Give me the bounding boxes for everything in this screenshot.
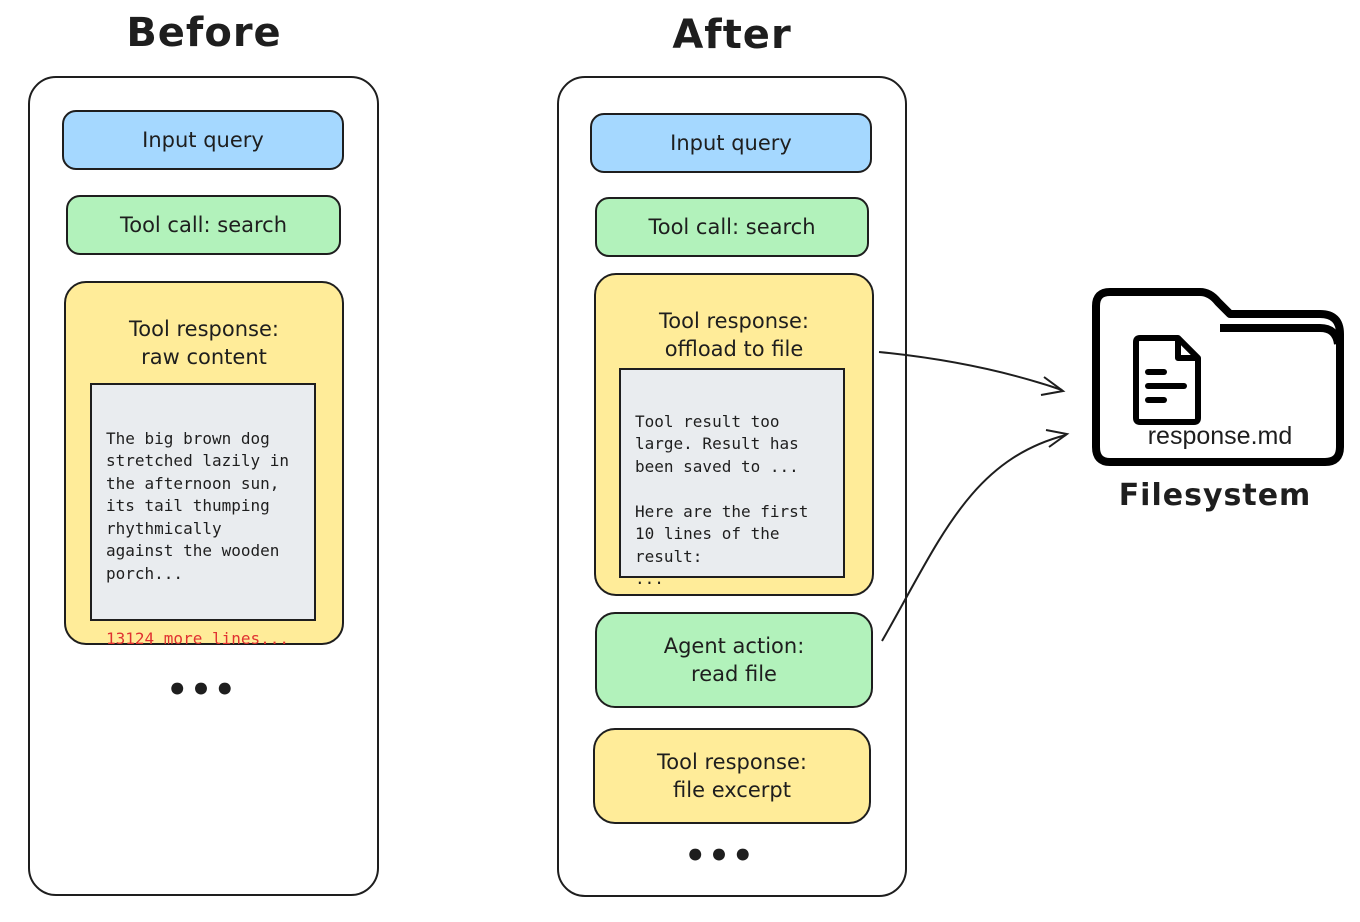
after-tool-call-box: Tool call: search	[595, 197, 869, 257]
after-tool-call-label: Tool call: search	[648, 215, 816, 239]
before-tool-call-label: Tool call: search	[119, 213, 288, 237]
after-tool-response-2-label: Tool response: file excerpt	[657, 750, 807, 802]
after-title: After	[672, 12, 792, 58]
before-input-query-box: Input query	[62, 110, 344, 170]
after-input-query-label: Input query	[670, 131, 792, 155]
after-ellipsis: •••	[684, 836, 756, 876]
document-icon	[1133, 335, 1201, 425]
offload-arrowhead	[1040, 376, 1066, 396]
before-content-box: The big brown dog stretched lazily in th…	[90, 383, 316, 648]
after-agent-action-label: Agent action: read file	[663, 634, 805, 686]
before-content-text: The big brown dog stretched lazily in th…	[106, 428, 290, 583]
filesystem-label: Filesystem	[1118, 478, 1312, 513]
after-tool-response-label: Tool response: offload to file	[659, 309, 809, 361]
read-arrow	[881, 434, 1067, 642]
before-ellipsis: •••	[166, 670, 238, 710]
after-content-box: Tool result too large. Result has been s…	[619, 368, 845, 588]
before-title: Before	[126, 10, 282, 56]
after-tool-response-2-box: Tool response: file excerpt	[593, 728, 871, 824]
after-agent-action-box: Agent action: read file	[595, 612, 873, 708]
file-name: response.md	[1147, 422, 1293, 450]
read-arrowhead	[1045, 429, 1070, 448]
before-tool-call-box: Tool call: search	[66, 195, 341, 255]
before-more-lines: 13124 more lines...	[106, 628, 290, 648]
before-tool-response-label: Tool response: raw content	[129, 317, 279, 369]
after-content-text: Tool result too large. Result has been s…	[635, 411, 809, 589]
before-input-query-label: Input query	[142, 128, 264, 152]
after-input-query-box: Input query	[590, 113, 872, 173]
